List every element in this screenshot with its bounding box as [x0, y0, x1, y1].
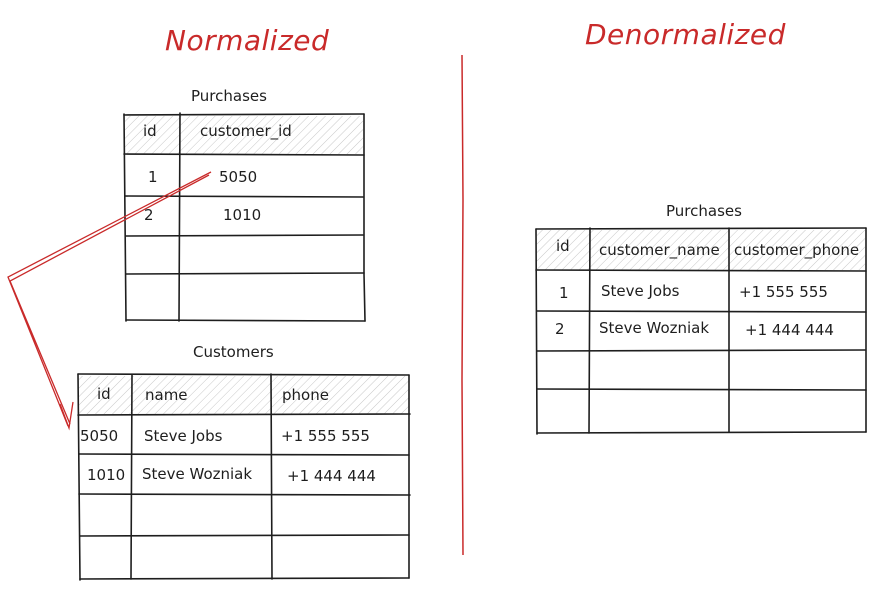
foreign-key-arrow	[7, 171, 212, 427]
purchases-table-grid	[123, 112, 366, 322]
customers-cell-id: 5050	[80, 427, 119, 445]
customers-cell-id: 1010	[87, 466, 126, 484]
denormalized-cell-id: 2	[555, 320, 565, 338]
purchases-cell-id: 1	[148, 168, 158, 186]
arrow-head	[59, 401, 74, 431]
purchases-header-customer-id: customer_id	[200, 122, 292, 140]
denormalized-cell-customer-name: Steve Jobs	[601, 282, 680, 300]
denormalized-cell-customer-name: Steve Wozniak	[599, 319, 710, 337]
purchases-cell-customer-id: 1010	[223, 206, 262, 224]
denormalized-cell-id: 1	[559, 284, 569, 302]
purchases-header-id: id	[143, 122, 157, 140]
purchases-cell-customer-id: 5050	[219, 168, 258, 186]
denormalized-header-customer-name: customer_name	[599, 241, 720, 259]
denormalized-table-grid	[535, 227, 867, 435]
customers-cell-phone: +1 444 444	[287, 467, 376, 485]
customers-cell-name: Steve Wozniak	[142, 465, 253, 483]
denormalized-header-customer-phone: customer_phone	[734, 241, 860, 259]
purchases-cell-id: 2	[144, 206, 154, 224]
customers-table-grid	[77, 373, 411, 581]
denormalized-cell-customer-phone: +1 444 444	[745, 321, 834, 339]
divider-line	[461, 54, 464, 556]
customers-header-id: id	[97, 385, 111, 403]
denormalized-cell-customer-phone: +1 555 555	[739, 283, 828, 301]
purchases-caption: Purchases	[191, 87, 267, 105]
customers-header-name: name	[145, 386, 188, 404]
customers-cell-phone: +1 555 555	[281, 427, 370, 445]
heading-denormalized: Denormalized	[585, 18, 786, 51]
customers-caption: Customers	[193, 343, 274, 361]
customers-header-phone: phone	[282, 386, 329, 404]
denormalized-header-id: id	[556, 237, 570, 255]
denormalized-purchases-caption: Purchases	[666, 202, 742, 220]
heading-normalized: Normalized	[165, 24, 330, 57]
customers-cell-name: Steve Jobs	[144, 427, 223, 445]
